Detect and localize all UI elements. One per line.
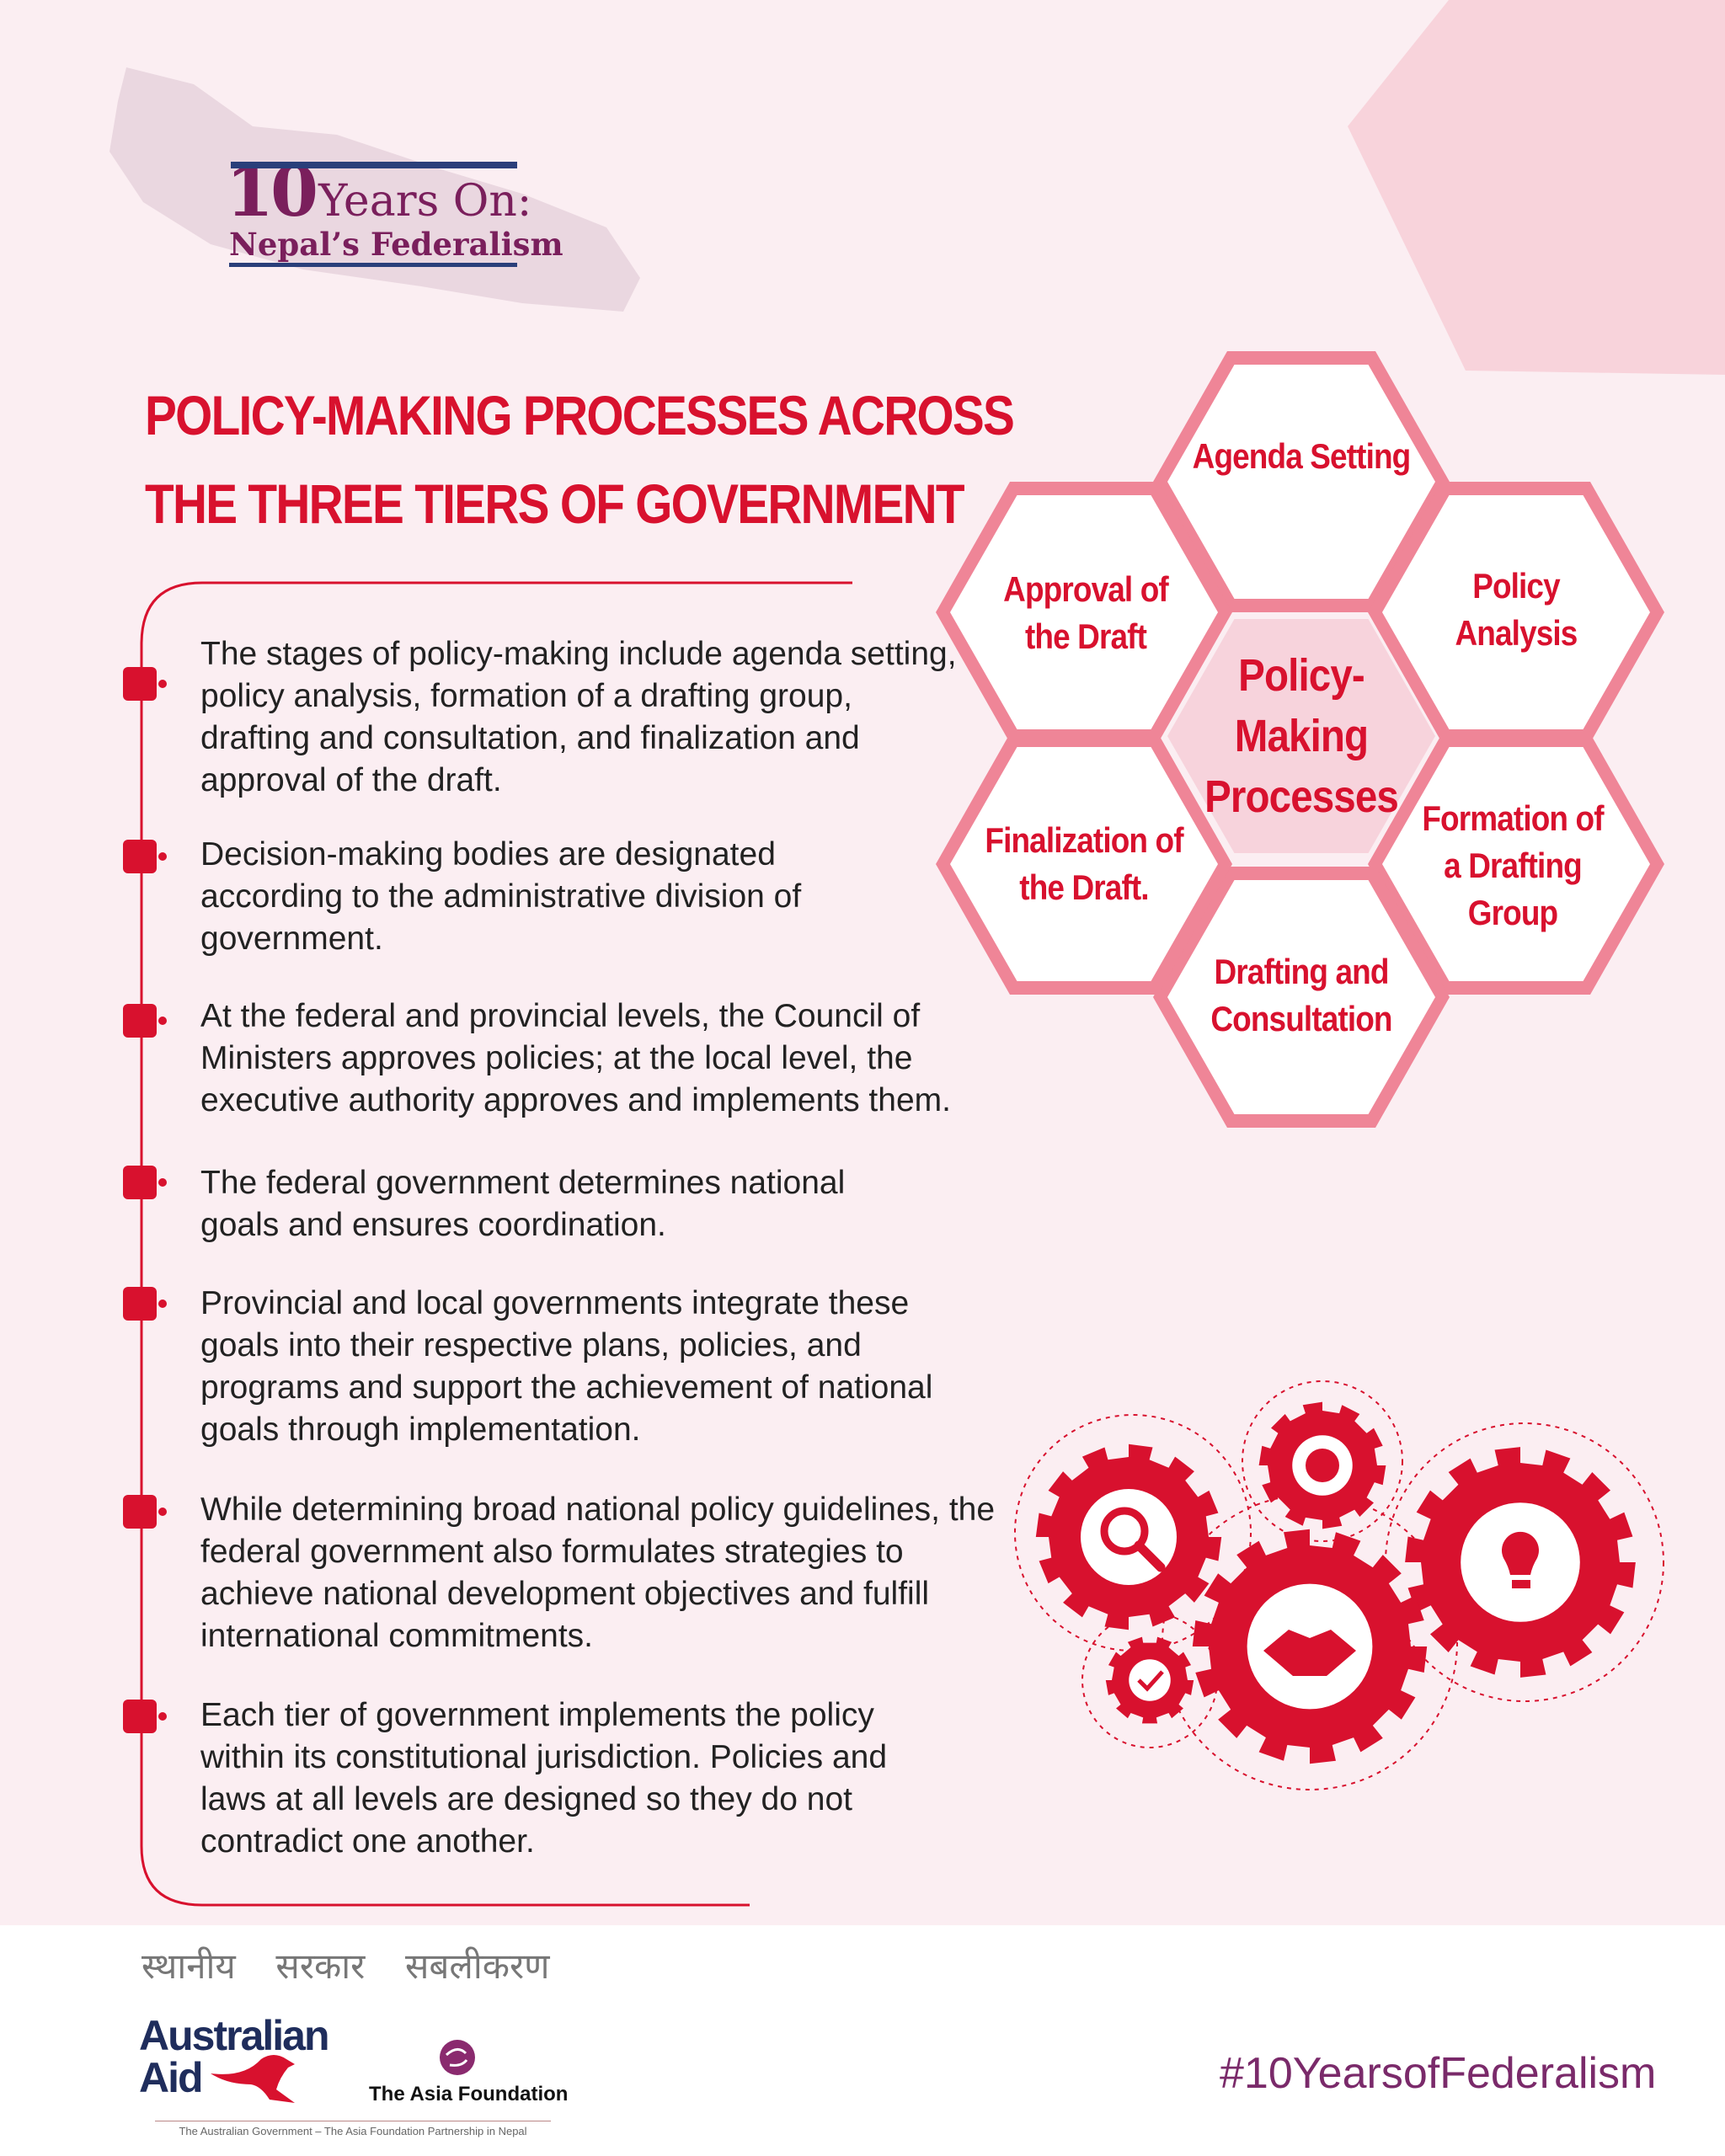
bullet-text: Provincial and local governments integra… [200, 1285, 933, 1448]
bullet-text: While determining broad national policy … [200, 1492, 996, 1654]
hexagon-cluster [936, 351, 1664, 1128]
gears-illustration [1014, 1380, 1664, 1790]
logo: 10Years On: Nepal’s Federalism [226, 152, 563, 267]
hex-approval: Approval of the Draft [1003, 569, 1169, 656]
ausaid-line2: Aid [139, 2054, 204, 2101]
hex-center [1167, 619, 1435, 853]
partnership-caption: The Australian Government – The Asia Fou… [155, 2121, 551, 2137]
magnifier-gear [1035, 1444, 1222, 1630]
kangaroo-icon [211, 2055, 295, 2103]
timeline-line [140, 581, 852, 1907]
check-gear [1105, 1636, 1194, 1724]
logo-bar-bottom [229, 263, 517, 267]
bullet-marker [123, 1495, 167, 1529]
logo-bar-top [231, 162, 517, 168]
bullet-text: Decision-making bodies are designated ac… [200, 836, 802, 957]
hex-policy-analysis: Policy Analysis [1455, 566, 1578, 653]
devanagari-program-name: स्थानीय सरकार सबलीकरण [142, 1946, 550, 1986]
hex-formation [1382, 747, 1650, 981]
handshake-icon [1263, 1630, 1356, 1676]
hex-approval [950, 495, 1218, 729]
ausaid-line1: Australian [139, 2012, 330, 2059]
bullet-marker [123, 1166, 167, 1199]
hex-center-label: Policy-Making Processes [1204, 650, 1399, 822]
bullet-marker [123, 1700, 167, 1733]
nepal-map-shape [109, 67, 640, 312]
hashtag: #10YearsofFederalism [1220, 2049, 1657, 2098]
hex-analysis [1382, 495, 1650, 729]
hex-finalization [950, 747, 1218, 981]
hex-drafting-consultation: Drafting and Consultation [1210, 952, 1392, 1038]
bullet-text: At the federal and provincial levels, th… [200, 998, 951, 1118]
logo-subtitle: Nepal’s Federalism [229, 226, 563, 263]
page-title-line2: THE THREE TIERS OF GOVERNMENT [145, 472, 965, 535]
bullet-text: Each tier of government implements the p… [200, 1697, 888, 1860]
hex-agenda [1167, 365, 1435, 599]
hex-drafting [1167, 880, 1435, 1114]
australian-aid-logo: Australian Aid [139, 2012, 330, 2103]
footer [0, 1925, 1725, 2156]
search-icon-handle [1134, 1540, 1166, 1572]
bullet-marker [123, 1004, 167, 1038]
hex-agenda-setting: Agenda Setting [1192, 436, 1412, 476]
bullet-marker [123, 840, 167, 873]
page-title-line1: POLICY-MAKING PROCESSES ACROSS [145, 384, 1015, 446]
hex-formation-drafting-group: Formation of a Drafting Group [1422, 798, 1604, 932]
decorative-hexagon [1348, 0, 1725, 375]
bullet-text: The federal government determines nation… [200, 1165, 846, 1243]
asia-foundation-logo-text: The Asia Foundation [369, 2083, 569, 2105]
hex-finalization: Finalization of the Draft. [985, 820, 1183, 907]
asia-foundation-emblem-icon [440, 2040, 475, 2075]
check-icon [1137, 1670, 1164, 1692]
bullet-marker [123, 667, 167, 701]
bullet-marker [123, 1287, 167, 1321]
bullet-text: The stages of policy-making include agen… [200, 636, 957, 798]
search-icon [1100, 1507, 1149, 1556]
target-icon [1306, 1449, 1339, 1482]
logo-years: Years On: [318, 176, 532, 227]
lightbulb-icon [1502, 1531, 1539, 1588]
